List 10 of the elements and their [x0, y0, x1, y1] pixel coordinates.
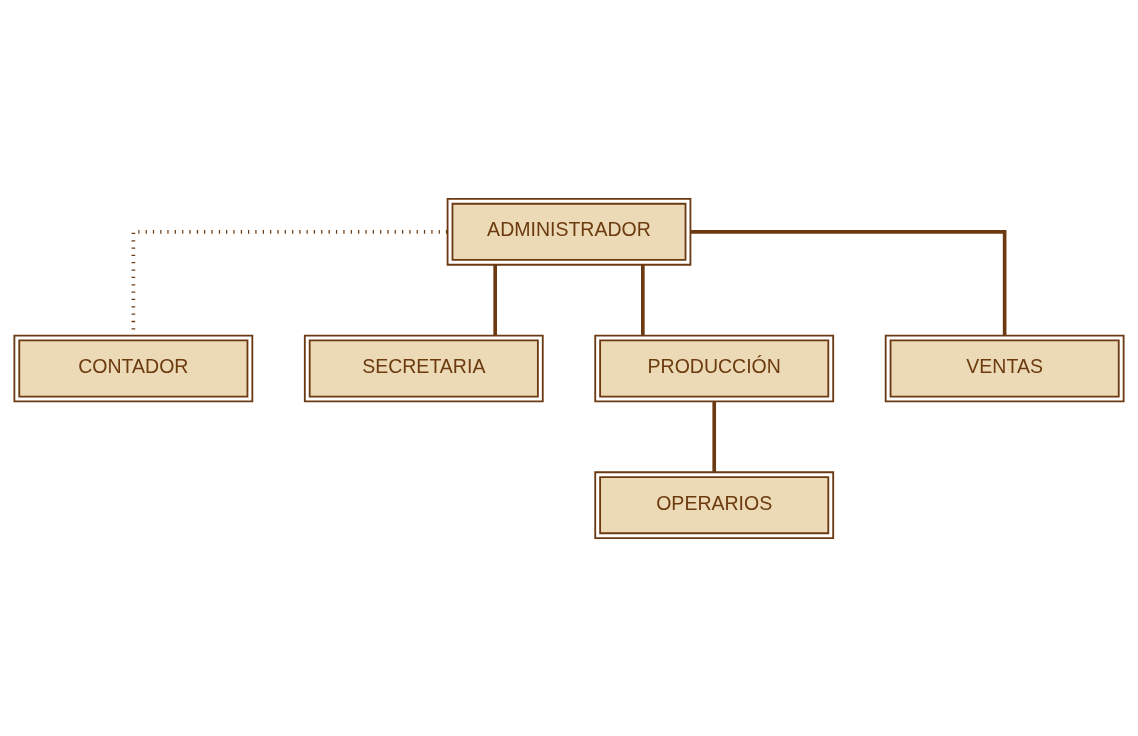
- node-box: SECRETARIA: [303, 334, 544, 402]
- node-box: OPERARIOS: [594, 470, 835, 539]
- connector: [712, 401, 717, 472]
- node-box: CONTADOR: [13, 334, 254, 402]
- connector: [690, 229, 1007, 335]
- node-box: PRODUCCIÓN: [594, 334, 835, 402]
- connector: [493, 264, 497, 335]
- node-box: ADMINISTRADOR: [446, 197, 692, 266]
- connector: [641, 264, 645, 335]
- node-box: VENTAS: [884, 334, 1125, 402]
